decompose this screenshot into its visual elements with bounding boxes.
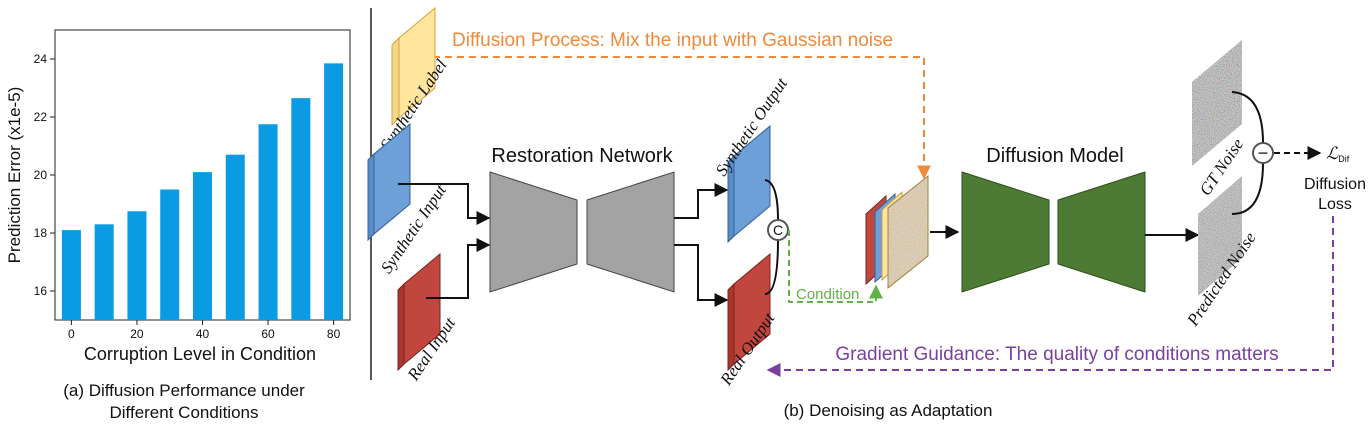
synthetic-output-plate xyxy=(727,124,771,244)
caption-a-line1: (a) Diffusion Performance under xyxy=(63,381,305,400)
bar xyxy=(193,172,212,320)
concat-curve-top xyxy=(764,179,779,221)
stacked-condition-plates xyxy=(865,174,929,290)
bar xyxy=(225,154,245,320)
y-ticks: 16 18 20 22 24 xyxy=(34,52,55,298)
y-tick-label: 16 xyxy=(34,284,48,298)
diffusion-loss-line1: Diffusion xyxy=(1304,176,1366,193)
gradient-guidance-text: Gradient Guidance: The quality of condit… xyxy=(835,344,1278,365)
synthetic-input-arrow xyxy=(398,183,491,225)
diffusion-decoder xyxy=(1057,171,1146,293)
denoising-diagram: Diffusion Process: Mix the input with Ga… xyxy=(367,6,1366,389)
minus-circle xyxy=(1252,142,1274,164)
x-axis-label: Corruption Level in Condition xyxy=(84,344,316,364)
y-tick-label: 18 xyxy=(34,226,48,240)
concat-curve-bottom xyxy=(764,239,779,295)
y-tick-label: 22 xyxy=(34,110,48,124)
restoration-decoder xyxy=(586,171,675,293)
diffusion-process-text: Diffusion Process: Mix the input with Ga… xyxy=(452,30,893,51)
diffusion-model-title: Diffusion Model xyxy=(986,145,1123,167)
real-output-arrow xyxy=(674,244,729,307)
minus-symbol: − xyxy=(1258,143,1269,163)
y-tick-label: 20 xyxy=(34,168,48,182)
real-input-plate xyxy=(397,252,441,372)
bar xyxy=(258,124,278,320)
synthetic-output-arrow xyxy=(674,183,729,219)
condition-arrow xyxy=(788,230,883,303)
loss-subscript: Dif xyxy=(1338,154,1349,164)
x-ticks: 0 20 40 60 80 xyxy=(68,320,341,341)
concat-symbol: C xyxy=(773,222,783,238)
diffusion-encoder xyxy=(961,171,1050,293)
x-tick-label: 40 xyxy=(196,327,210,341)
gradient-guidance-arrow xyxy=(766,216,1334,377)
bar-chart: 16 18 20 22 24 0 20 40 60 80 Prediction Error (x… xyxy=(5,29,351,364)
bar xyxy=(127,211,147,320)
minus-curve-bottom xyxy=(1231,162,1264,215)
x-tick-label: 80 xyxy=(327,327,341,341)
x-tick-label: 20 xyxy=(130,327,144,341)
diffusion-loss-line2: Loss xyxy=(1318,196,1352,213)
bar xyxy=(94,224,114,320)
y-axis-label: Prediction Error (x1e-5) xyxy=(5,87,24,264)
real-output-plate xyxy=(727,252,771,372)
synthetic-label-plate xyxy=(391,6,436,127)
condition-text: Condition xyxy=(796,286,859,303)
minus-curve-top xyxy=(1231,91,1264,144)
bar xyxy=(291,98,311,321)
x-tick-label: 60 xyxy=(261,327,275,341)
bar xyxy=(160,189,180,320)
caption-a-line2: Different Conditions xyxy=(110,403,259,422)
restoration-network-title: Restoration Network xyxy=(491,145,673,167)
restoration-encoder xyxy=(489,171,578,293)
synthetic-input-plate xyxy=(367,122,411,242)
bars-group xyxy=(61,63,344,321)
y-tick-label: 24 xyxy=(34,52,48,66)
bar xyxy=(324,63,344,320)
loss-symbol: ℒDif xyxy=(1326,144,1350,164)
x-tick-label: 0 xyxy=(68,327,75,341)
real-input-arrow xyxy=(426,238,491,299)
caption-b: (b) Denoising as Adaptation xyxy=(784,401,993,420)
bar xyxy=(61,230,81,320)
